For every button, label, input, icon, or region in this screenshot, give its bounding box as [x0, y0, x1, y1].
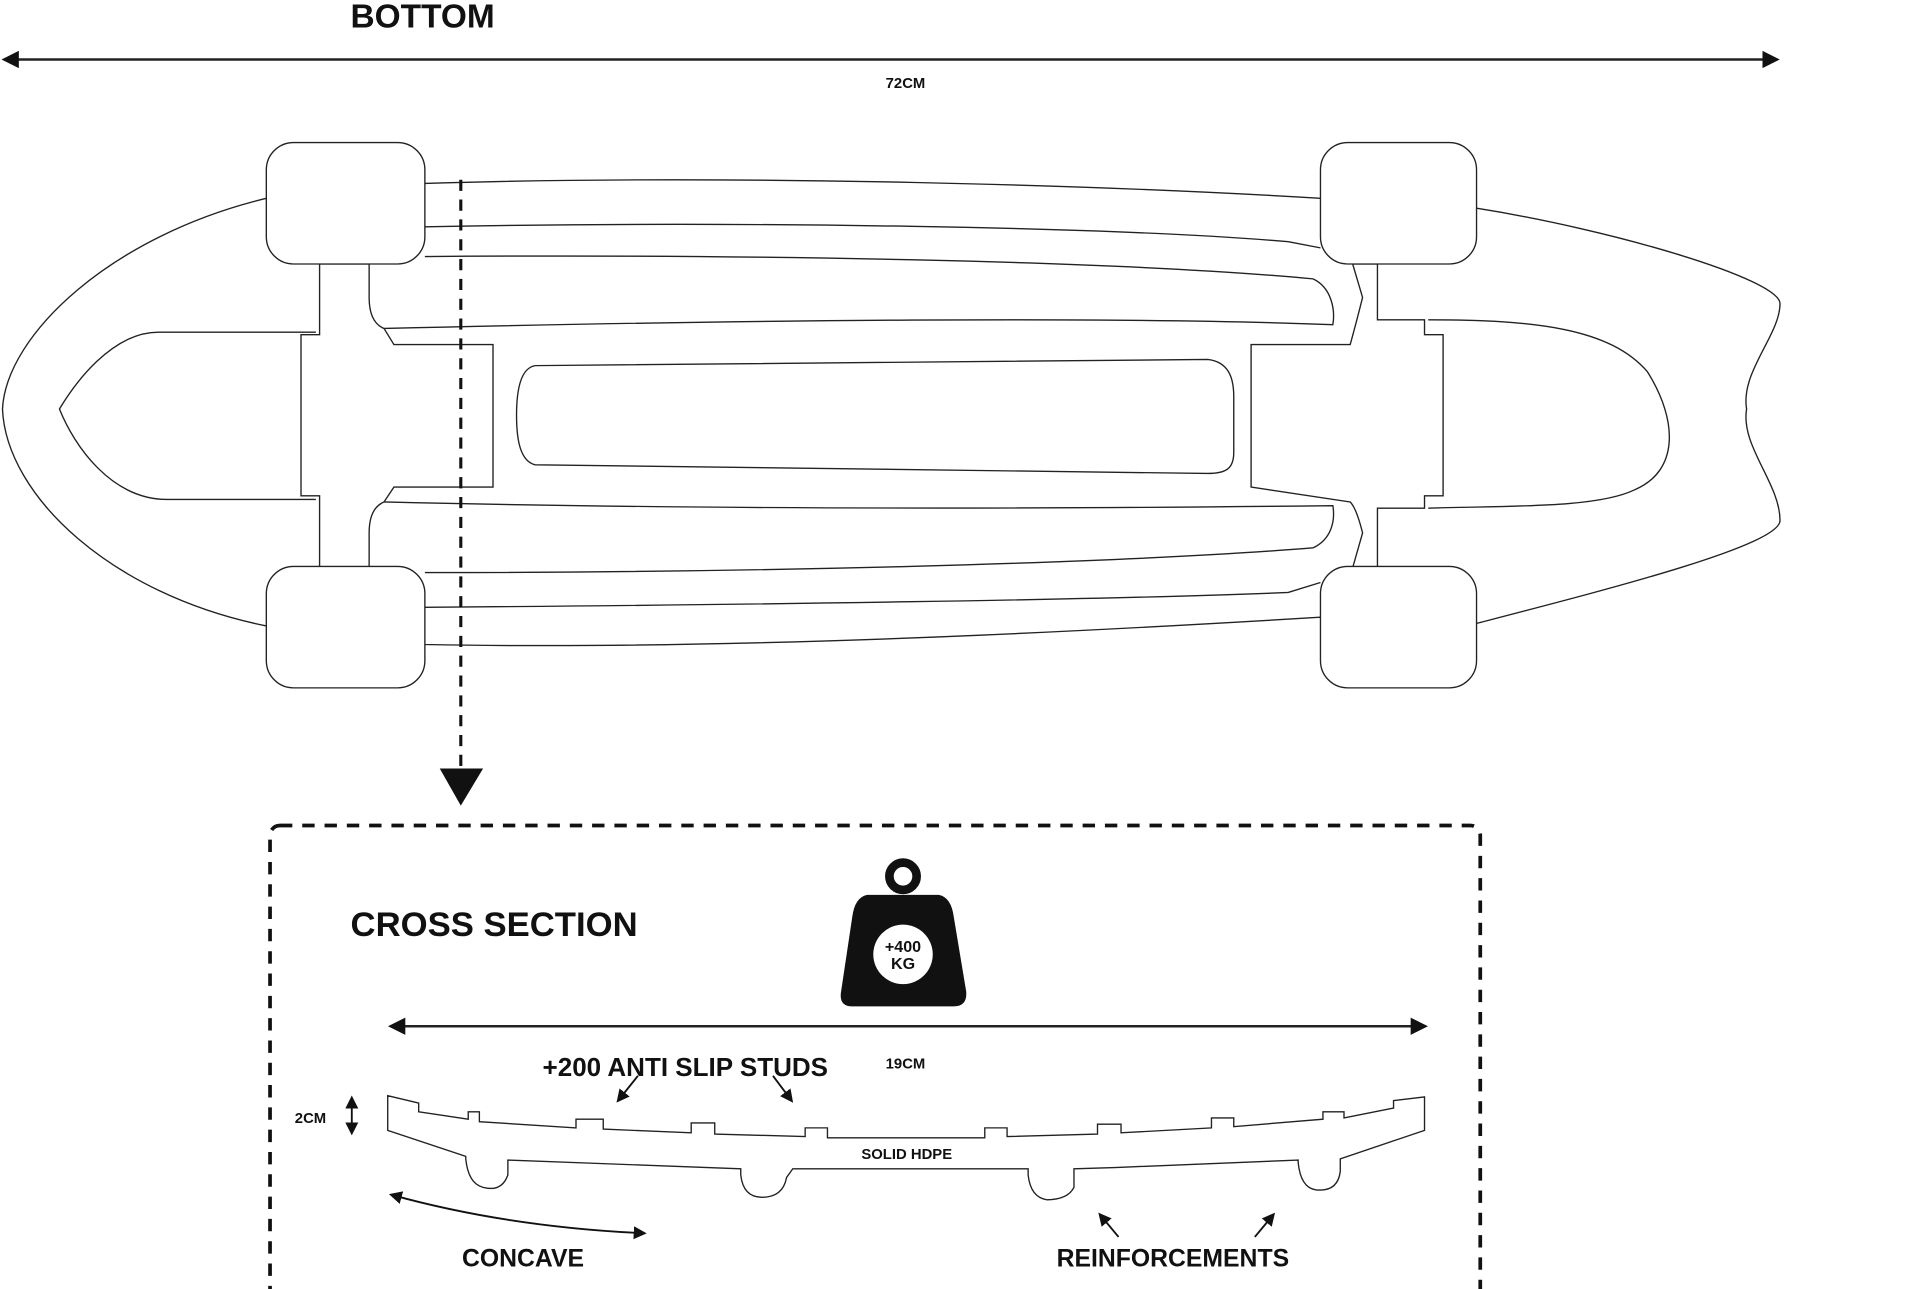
- width-label: 19CM: [886, 1056, 926, 1072]
- wheel: [265, 565, 426, 689]
- center-cutout: [515, 358, 1235, 475]
- concave-label: CONCAVE: [462, 1246, 584, 1273]
- skateboard-bottom-view: [1, 141, 1781, 689]
- height-label: 2CM: [295, 1111, 326, 1127]
- material-label: SOLID HDPE: [861, 1147, 952, 1163]
- deck-cross-section-profile: [387, 1094, 1426, 1201]
- weight-icon: +400 KG: [840, 858, 967, 1007]
- deck-channel-top-1: [424, 223, 1321, 249]
- studs-label: +200 ANTI SLIP STUDS: [543, 1052, 828, 1082]
- concave-arrow: [388, 1191, 647, 1240]
- cross-section-title: CROSS SECTION: [351, 906, 638, 944]
- wheel: [1319, 565, 1478, 689]
- reinforcements-label: REINFORCEMENTS: [1057, 1246, 1289, 1273]
- reinforcement-pointer-arrow: [1254, 1212, 1276, 1238]
- tail-inner-outline: [1428, 319, 1671, 509]
- wheel: [1319, 141, 1478, 265]
- length-label: 72CM: [886, 76, 926, 92]
- studs-pointer-arrow: [616, 1075, 639, 1103]
- deck-channel-bottom-1: [383, 501, 1335, 574]
- weight-value: +400: [885, 938, 921, 956]
- bottom-view-title: BOTTOM: [351, 0, 495, 35]
- nose-inner-outline: [58, 331, 316, 501]
- left-truck: [265, 141, 494, 689]
- deck-channel-bottom-2: [424, 581, 1321, 608]
- studs-pointer-arrow: [772, 1075, 794, 1103]
- weight-unit: KG: [891, 955, 915, 973]
- right-truck: [1250, 141, 1478, 689]
- wheel: [265, 141, 426, 265]
- cross-section-box: [268, 823, 1483, 1289]
- deck-channel-top-2: [383, 255, 1335, 330]
- section-arrow-icon: [439, 768, 484, 806]
- reinforcement-pointer-arrow: [1098, 1212, 1120, 1238]
